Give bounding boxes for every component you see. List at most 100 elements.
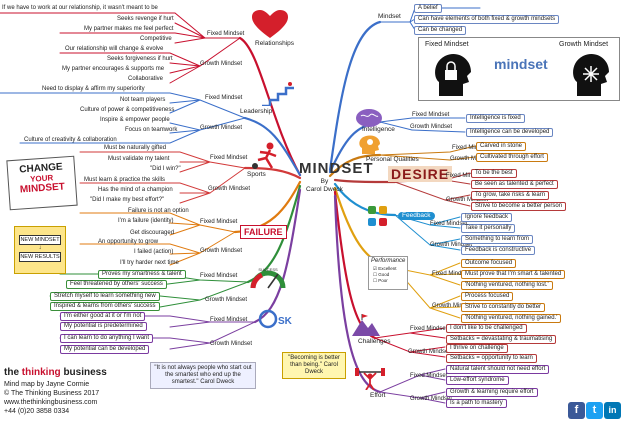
perf-growth-2: Strive to constantly do better: [461, 303, 546, 312]
perf-item-poor: ☐ Poor: [373, 278, 388, 283]
chal-growth-label: Growth Mindset: [408, 349, 451, 355]
sports-growth-1: Must learn & practice the skills: [84, 177, 166, 183]
chal-fixed-2: Setbacks = devastating & traumatising: [446, 335, 557, 344]
perf-growth-label: Growth Mindset: [432, 303, 475, 309]
feedback-buttons-icon: [368, 206, 387, 226]
skills-icon: SKILLS: [258, 309, 292, 329]
success-gauge-icon: SUCCESS: [250, 267, 286, 289]
brand-business: business: [60, 367, 107, 378]
quote-becoming: "Becoming is better than being." Carol D…: [282, 352, 346, 379]
perf-poor-label: Poor: [378, 278, 388, 283]
lead-growth-3: Culture of creativity & collaboration: [24, 137, 117, 143]
desire-fixed-2: Be seen as talented & perfect: [471, 180, 558, 189]
mountain-flag-icon: [352, 314, 380, 336]
weightlifter-icon: [355, 368, 385, 390]
desire-fixed-label: Fixed Mindset: [446, 173, 484, 179]
arrow-down-icon: ↓: [38, 245, 42, 251]
sports-fixed-label: Fixed Mindset: [210, 155, 248, 161]
topic-leadership[interactable]: Leadership: [240, 108, 273, 115]
pq-growth-item: Cultivated through effort: [476, 153, 548, 162]
feedback-badge[interactable]: Feedback: [398, 212, 435, 220]
feedback-growth-2: Feedback is constructive: [461, 246, 536, 255]
intel-growth-label: Growth Mindset: [410, 124, 453, 130]
rel-fixed-1: If we have to work at our relationship, …: [2, 5, 158, 11]
sports-growth-3: "Did I make my best effort?": [90, 197, 165, 203]
lead-fixed-3: Culture of power & competitiveness: [80, 107, 175, 113]
effort-growth-2: Is a path to mastery: [446, 399, 507, 408]
rel-growth-4: Collaborative: [128, 76, 164, 82]
topic-intelligence[interactable]: Intelligence: [362, 126, 395, 133]
heart-icon: [252, 10, 288, 38]
lead-fixed-label: Fixed Mindset: [205, 95, 243, 101]
success-fixed-2: Feel threatened by others' success: [66, 280, 167, 289]
failure-fixed-3: Get discouraged: [130, 230, 175, 236]
change-your-mindset-image: CHANGE YOUR MINDSET: [6, 155, 78, 211]
sports-fixed-3: "Did I win?": [150, 166, 181, 172]
rel-growth-label: Growth Mindset: [200, 61, 243, 67]
img-fixed-label: Fixed Mindset: [425, 41, 469, 48]
topic-sports[interactable]: Sports: [247, 171, 266, 178]
intel-growth-item: Intelligence can be developed: [466, 128, 554, 137]
performance-checklist-image: Performance ☑ Excellent ☐ Good ☐ Poor: [368, 256, 408, 290]
intel-fixed-item: Intelligence is fixed: [466, 114, 525, 123]
brand-phone: +44 (0)20 3858 0334: [4, 408, 70, 415]
success-growth-1: Stretch myself to learn something new: [50, 292, 160, 301]
skills-word: SKILLS: [278, 316, 292, 327]
topic-relationships[interactable]: Relationships: [255, 40, 295, 47]
sports-player-icon: [252, 142, 277, 169]
perf-fixed-1: Outcome focused: [461, 259, 517, 268]
pq-fixed-label: Fixed Mindset: [452, 145, 490, 151]
effort-growth-label: Growth Mindset: [410, 396, 453, 402]
quote-smartest: "It is not always people who start out t…: [150, 362, 256, 389]
success-fixed-1: Proves my smartness & talent: [98, 270, 186, 279]
feedback-fixed-2: Take it personally: [461, 224, 516, 233]
success-growth-2: Inspired & learns from others' success: [50, 302, 160, 311]
twitter-icon[interactable]: t: [586, 402, 603, 419]
rel-growth-3: My partner encourages & supports me: [62, 66, 165, 72]
skills-growth-label: Growth Mindset: [210, 341, 253, 347]
desire-growth-2: Strive to become a better person: [471, 202, 567, 211]
skills-fixed-label: Fixed Mindset: [210, 317, 248, 323]
brand-thinking: thinking: [21, 367, 61, 378]
brand-website[interactable]: www.thethinkingbusiness.com: [4, 399, 98, 406]
chal-fixed-1: I don't like to be challenged: [446, 324, 527, 333]
center-author-name: Carol Dweck: [306, 186, 343, 193]
head-gears-icon: [359, 135, 380, 154]
brand-line2: © The Thinking Business 2017: [4, 390, 100, 397]
skills-growth-1: I can learn to do anything I want: [60, 334, 154, 343]
failure-growth-1: An opportunity to grow: [98, 239, 159, 245]
failure-growth-3: I'll try harder next time: [120, 260, 179, 266]
topic-mindset[interactable]: Mindset: [378, 13, 401, 20]
topic-personal-qualities[interactable]: Personal Qualities: [366, 156, 419, 163]
rel-growth-1: Our relationship will change & evolve: [65, 46, 164, 52]
open-head-icon: [573, 53, 609, 96]
perf-good-label: Good: [378, 272, 390, 277]
lead-fixed-1: Need to display & affirm my superiority: [42, 86, 145, 92]
topic-effort[interactable]: Effort: [370, 392, 386, 399]
rel-fixed-4: Competitive: [140, 36, 172, 42]
perf-growth-3: 'Nothing ventured, nothing gained.': [461, 314, 562, 323]
failure-stamp: FAILURE: [240, 225, 287, 239]
sports-fixed-1: Must be naturally gifted: [104, 145, 167, 151]
failure-fixed-2: I'm a failure (identity): [118, 218, 174, 224]
topic-challenges[interactable]: Challenges: [358, 338, 391, 345]
brain-icon: [356, 109, 382, 127]
failure-growth-label: Growth Mindset: [200, 248, 243, 254]
mindset-item-2: Can have elements of both fixed & growth…: [414, 15, 560, 24]
lead-growth-1: Inspire & empower people: [100, 117, 170, 123]
success-growth-label: Growth Mindset: [205, 297, 248, 303]
facebook-icon[interactable]: f: [568, 402, 585, 419]
center-title: MINDSET: [299, 160, 374, 177]
skills-fixed-2: My potential is predetermined: [60, 322, 147, 331]
leadership-stairs-icon: [262, 82, 294, 106]
desire-fixed-1: To be the best: [471, 169, 517, 178]
perf-excellent-label: Excellent: [378, 266, 397, 271]
feedback-fixed-1: Ignore feedback: [461, 213, 513, 222]
perf-fixed-label: Fixed Mindset: [432, 271, 470, 277]
rel-fixed-2: Seeks revenge if hurt: [117, 16, 174, 22]
linkedin-icon[interactable]: in: [604, 402, 621, 419]
sports-growth-label: Growth Mindset: [208, 186, 251, 192]
perf-fixed-3: 'Nothing ventured, nothing lost.': [461, 281, 553, 290]
failure-fixed-label: Fixed Mindset: [200, 219, 238, 225]
skills-fixed-1: I'm either good at it or I'm not: [60, 312, 146, 321]
